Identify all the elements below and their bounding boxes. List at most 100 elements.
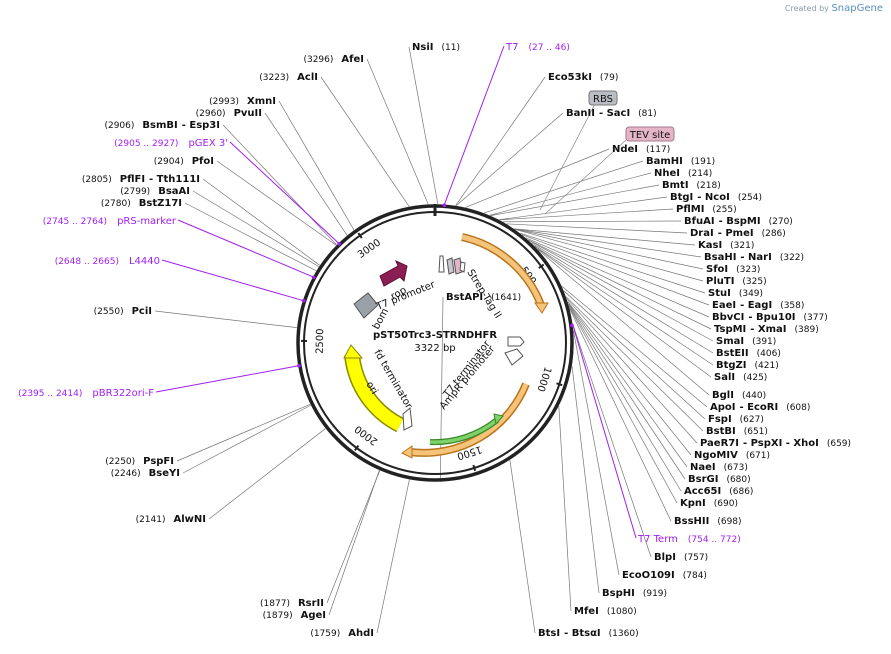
site-label: KasI(321) (698, 240, 754, 251)
site-extra: - SacI (599, 108, 630, 119)
site-position: (784) (683, 571, 707, 581)
site-leader (528, 239, 712, 330)
site-name: NdeI (612, 144, 638, 155)
site-name: Eco53kI (548, 72, 592, 83)
site-name: SmaI (716, 336, 744, 347)
feature-leader (229, 141, 339, 244)
site-leader (202, 178, 320, 266)
site-label: StuI(349) (708, 288, 763, 299)
site-extra: - XmaI (750, 324, 786, 335)
ori-arrow-fill (345, 354, 404, 431)
orange-arrow-top-fill (461, 234, 544, 306)
site-label: BfuAI- BspMI(270) (684, 216, 793, 227)
site-label: BanII- SacI(81) (566, 108, 657, 119)
site-extra: - Esp3I (182, 120, 220, 131)
site-name: PspFI (143, 456, 174, 467)
feature-marker (297, 363, 301, 368)
site-name: BsmBI (142, 120, 177, 131)
site-name: BmtI (662, 180, 689, 191)
site-name: XmnI (247, 96, 276, 107)
tick-mark (538, 263, 545, 269)
site-position: (218) (697, 181, 721, 191)
site-label: MfeI (1080) (574, 606, 637, 617)
site-position: (671) (746, 451, 770, 461)
site-extra: - PmeI (718, 228, 754, 239)
tick-label: 1000 (534, 365, 552, 393)
site-position: (406) (757, 349, 781, 359)
site-leader (222, 124, 337, 246)
site-leader (328, 470, 380, 616)
site-position: (2250) (105, 457, 135, 467)
site-label: BstEII(406) (716, 348, 781, 359)
watermark-brand: SnapGene (831, 3, 883, 14)
site-leader (568, 305, 682, 492)
site-label: (2246)BseYI (111, 468, 180, 479)
fd-terminator-glyph (402, 407, 413, 431)
site-leader (465, 148, 610, 208)
site-position: (79) (600, 73, 618, 83)
site-name: BtsI (538, 628, 560, 639)
site-leader (520, 232, 706, 294)
tick-mark (357, 232, 363, 239)
site-name: SfoI (706, 264, 728, 275)
site-label: (1879)AgeI (263, 610, 326, 621)
site-leader (455, 112, 564, 206)
feature-label: (2745 .. 2764)pRS-marker (43, 216, 177, 227)
site-leader (563, 290, 706, 420)
site-name: NsiI (412, 42, 433, 53)
site-label: (2960)PvuII (196, 108, 262, 119)
site-label: TspMI- XmaI(389) (714, 324, 819, 335)
primer-feature-labels: T7(27 .. 46)T7 Term(754 .. 772)(2395 .. … (18, 42, 741, 545)
site-label: EcoO109I(784) (622, 570, 707, 581)
site-leader (489, 172, 652, 216)
site-label: (3296)AfeI (303, 54, 364, 65)
site-leader (184, 202, 317, 272)
site-position: (2904) (154, 157, 184, 167)
site-leader (566, 298, 698, 444)
site-position: (1080) (607, 607, 637, 617)
site-position: (421) (755, 361, 779, 371)
tick-label: 3000 (356, 237, 383, 261)
site-position: (425) (743, 373, 767, 383)
site-position: (2805) (82, 175, 112, 185)
site-extra: - PspXI - XhoI (743, 438, 819, 449)
site-leader (565, 296, 704, 432)
site-leader (558, 406, 572, 612)
site-leader (561, 285, 708, 408)
site-label: PluTI(325) (706, 276, 767, 287)
site-name: Acc65I (684, 486, 721, 497)
site-name: BseYI (149, 468, 180, 479)
site-leader (154, 310, 297, 328)
site-position: (2141) (136, 515, 166, 525)
site-label: (2250) PspFI (105, 456, 174, 467)
site-leader (216, 160, 337, 246)
site-name: ApoI (710, 402, 736, 413)
site-name: BtgZI (716, 360, 747, 371)
site-leader (499, 208, 674, 221)
site-leader (490, 184, 660, 216)
site-label: BmtI (218) (662, 180, 721, 191)
site-label: Eco53kI (79) (548, 72, 618, 83)
feature-label: T7(27 .. 46) (505, 42, 570, 53)
site-name: BstAPI (446, 292, 483, 303)
site-label: (2906)BsmBI- Esp3I (104, 120, 220, 131)
site-name: SalI (714, 372, 735, 383)
site-position: (214) (688, 169, 712, 179)
site-name: MfeI (574, 606, 599, 617)
site-name: BamHI (646, 156, 683, 167)
feature-label: (2905 .. 2927)pGEX 3' (114, 138, 228, 149)
feature-position: (2905 .. 2927) (114, 139, 178, 149)
feature-name: T7 Term (637, 534, 678, 545)
feature-marker (301, 298, 306, 303)
site-leader (264, 112, 348, 236)
feature-marker (570, 323, 574, 328)
site-leader (484, 160, 644, 214)
site-position: (1360) (609, 629, 639, 639)
green-arrow-head (493, 413, 504, 426)
site-name: BstZ17I (139, 198, 182, 209)
site-position: (757) (684, 553, 708, 563)
site-position: (323) (736, 265, 760, 275)
site-name: BanII (566, 108, 595, 119)
feature-label: (2648 .. 2665)L4440 (55, 256, 160, 267)
